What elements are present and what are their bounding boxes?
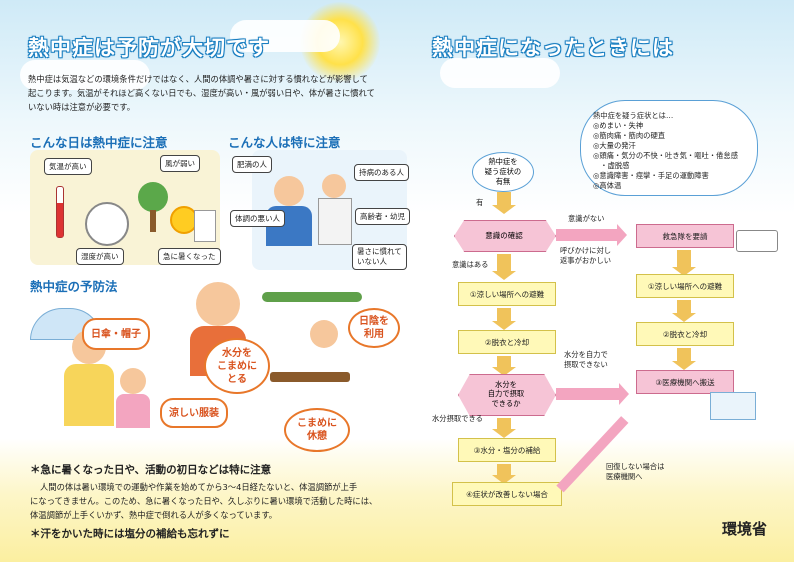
ministry-name: 環境省 (722, 520, 768, 538)
tag-obese: 肥満の人 (232, 156, 272, 173)
decision-consciousness: 意識の確認 (485, 230, 523, 240)
box-cool-place-left: ①涼しい場所への避難 (458, 282, 556, 306)
left-title: 熱中症は予防が大切です (28, 36, 270, 60)
tag-chronic-illness: 持病のある人 (354, 164, 409, 181)
box-rehydrate: ③水分・塩分の補給 (458, 438, 556, 462)
bench-icon (270, 372, 350, 382)
flow-label-can-drink: 水分摂取できる (432, 414, 483, 423)
tree-icon (138, 182, 168, 212)
symptom-item: ・虚脱感 (593, 161, 630, 170)
flow-label-yes: 有 (476, 198, 484, 207)
intro-line: 熱中症は気温などの環境条件だけではなく、人間の体調や暑さに対する慣れなどが影響し… (28, 74, 368, 84)
graph-icon (194, 210, 216, 242)
flow-arrow (672, 300, 696, 322)
flow-label-no-consciousness: 意識がない (568, 214, 605, 223)
boy-resting-icon (310, 320, 338, 348)
symptom-item: ◎高体温 (593, 181, 622, 190)
person-body-icon (318, 198, 352, 245)
ambulance-icon (736, 230, 778, 252)
symptoms-title: 熱中症を疑う症状とは… (593, 111, 674, 120)
symptoms-cloud: 熱中症を疑う症状とは… ◎めまい・失神 ◎筋肉痛・筋肉の硬直 ◎大量の発汗 ◎頭… (580, 100, 758, 196)
flow-label-no-recovery: 回復しない場合は 医療機関へ (606, 462, 665, 481)
intro-line: いない時は注意が必要です。 (28, 102, 136, 112)
tree-trunk-icon (150, 210, 156, 232)
flow-start-bubble: 熱中症を 疑う症状の 有無 (472, 152, 534, 192)
tag-weak-wind: 風が弱い (160, 155, 200, 172)
flow-arrow (492, 356, 516, 376)
note1-text: 人間の体は暑い環境での運動や作業を始めてから3～4日経たないと、体温調節が上手 … (30, 480, 425, 522)
cloud-decoration (230, 20, 340, 52)
tag-sudden-heat: 急に暑くなった (158, 248, 221, 265)
flow-arrow (672, 348, 696, 370)
flow-arrow (492, 464, 516, 484)
bubble-drink-water: 水分を こまめに とる (204, 338, 270, 394)
flow-arrow-no-consciousness (556, 224, 627, 246)
symptom-item: ◎筋肉痛・筋肉の硬直 (593, 131, 666, 140)
child-dress-icon (116, 394, 150, 428)
symptom-item: ◎大量の発汗 (593, 141, 636, 150)
prevention-heading: 熱中症の予防法 (30, 279, 118, 294)
flow-arrow (492, 192, 516, 214)
box-hospital: ③医療機関へ搬送 (636, 370, 734, 394)
bubble-take-breaks: こまめに 休憩 (284, 408, 350, 452)
man-drinking-icon (196, 282, 240, 326)
hygrometer-icon (85, 202, 129, 246)
person-head-icon (274, 176, 304, 206)
bubble-cool-clothes: 涼しい服装 (160, 398, 228, 428)
symptom-item: ◎意識障害・痙攣・手足の運動障害 (593, 171, 709, 180)
tag-elderly-children: 高齢者・幼児 (355, 208, 410, 225)
tag-high-humidity: 湿度が高い (76, 248, 124, 265)
right-title: 熱中症になったときには (432, 36, 674, 60)
tag-not-acclimated: 暑さに慣れて いない人 (352, 244, 407, 270)
flow-arrow-cannot-drink (556, 383, 629, 405)
box-cool-place-right: ①涼しい場所への避難 (636, 274, 734, 298)
child-icon (120, 368, 146, 394)
decision-water: 水分を 自力で摂取 できるか (487, 379, 525, 408)
intro-line: 起こります。気温がそれほど高くない日でも、湿度が高い・風が弱い日や、体が暑さに慣… (28, 88, 375, 98)
flow-label-cannot-drink: 水分を自力で 摂取できない (564, 350, 608, 369)
note1-line: 体温調節が上手くいかず、熱中症で倒れる人が多くなっています。 (30, 510, 278, 520)
flow-arrow (492, 418, 516, 438)
symptom-item: ◎めまい・失神 (593, 121, 644, 130)
decision-consciousness-shape (454, 220, 556, 252)
flow-arrow (672, 250, 696, 276)
box-undress-right: ②脱衣と冷却 (636, 322, 734, 346)
note1-line: になってきません。このため、急に暑くなった日や、久しぶりに暑い環境で活動した時に… (30, 496, 378, 506)
hospital-icon (710, 392, 756, 420)
box-not-improved: ④症状が改善しない場合 (452, 482, 562, 506)
trellis-icon (262, 292, 362, 302)
woman-dress-icon (64, 364, 114, 426)
cloud-decoration (20, 60, 150, 90)
flow-label-weird-reply: 呼びかけに対し 返事がおかしい (560, 246, 612, 265)
bubble-use-shade: 日陰を 利用 (348, 308, 400, 348)
note1-title: ＊急に暑くなった日や、活動の初日などは特に注意 (30, 464, 272, 476)
bubble-parasol-hat: 日傘・帽子 (82, 318, 150, 350)
tag-poor-health: 体調の悪い人 (230, 210, 285, 227)
box-undress-left: ②脱衣と冷却 (458, 330, 556, 354)
flow-arrow (492, 254, 516, 280)
symptom-item: ◎頭痛・気分の不快・吐き気・嘔吐・倦怠感 (593, 151, 739, 160)
person-head-icon (322, 174, 346, 198)
thermometer-icon (56, 186, 64, 238)
flow-arrow (492, 308, 516, 330)
box-call-ambulance: 救急隊を要請 (636, 224, 734, 248)
note2-title: ＊汗をかいた時には塩分の補給も忘れずに (30, 528, 230, 540)
decision-water-shape (458, 374, 556, 416)
cloud-decoration (440, 58, 560, 88)
tag-high-temp: 気温が高い (44, 158, 92, 175)
flow-label-conscious: 意識はある (452, 260, 489, 269)
note1-line: 人間の体は暑い環境での運動や作業を始めてから3～4日経たないと、体温調節が上手 (40, 482, 358, 492)
intro-text: 熱中症は気温などの環境条件だけではなく、人間の体調や暑さに対する慣れなどが影響し… (28, 72, 388, 114)
people-heading: こんな人は特に注意 (228, 135, 341, 150)
days-heading: こんな日は熱中症に注意 (30, 135, 168, 150)
